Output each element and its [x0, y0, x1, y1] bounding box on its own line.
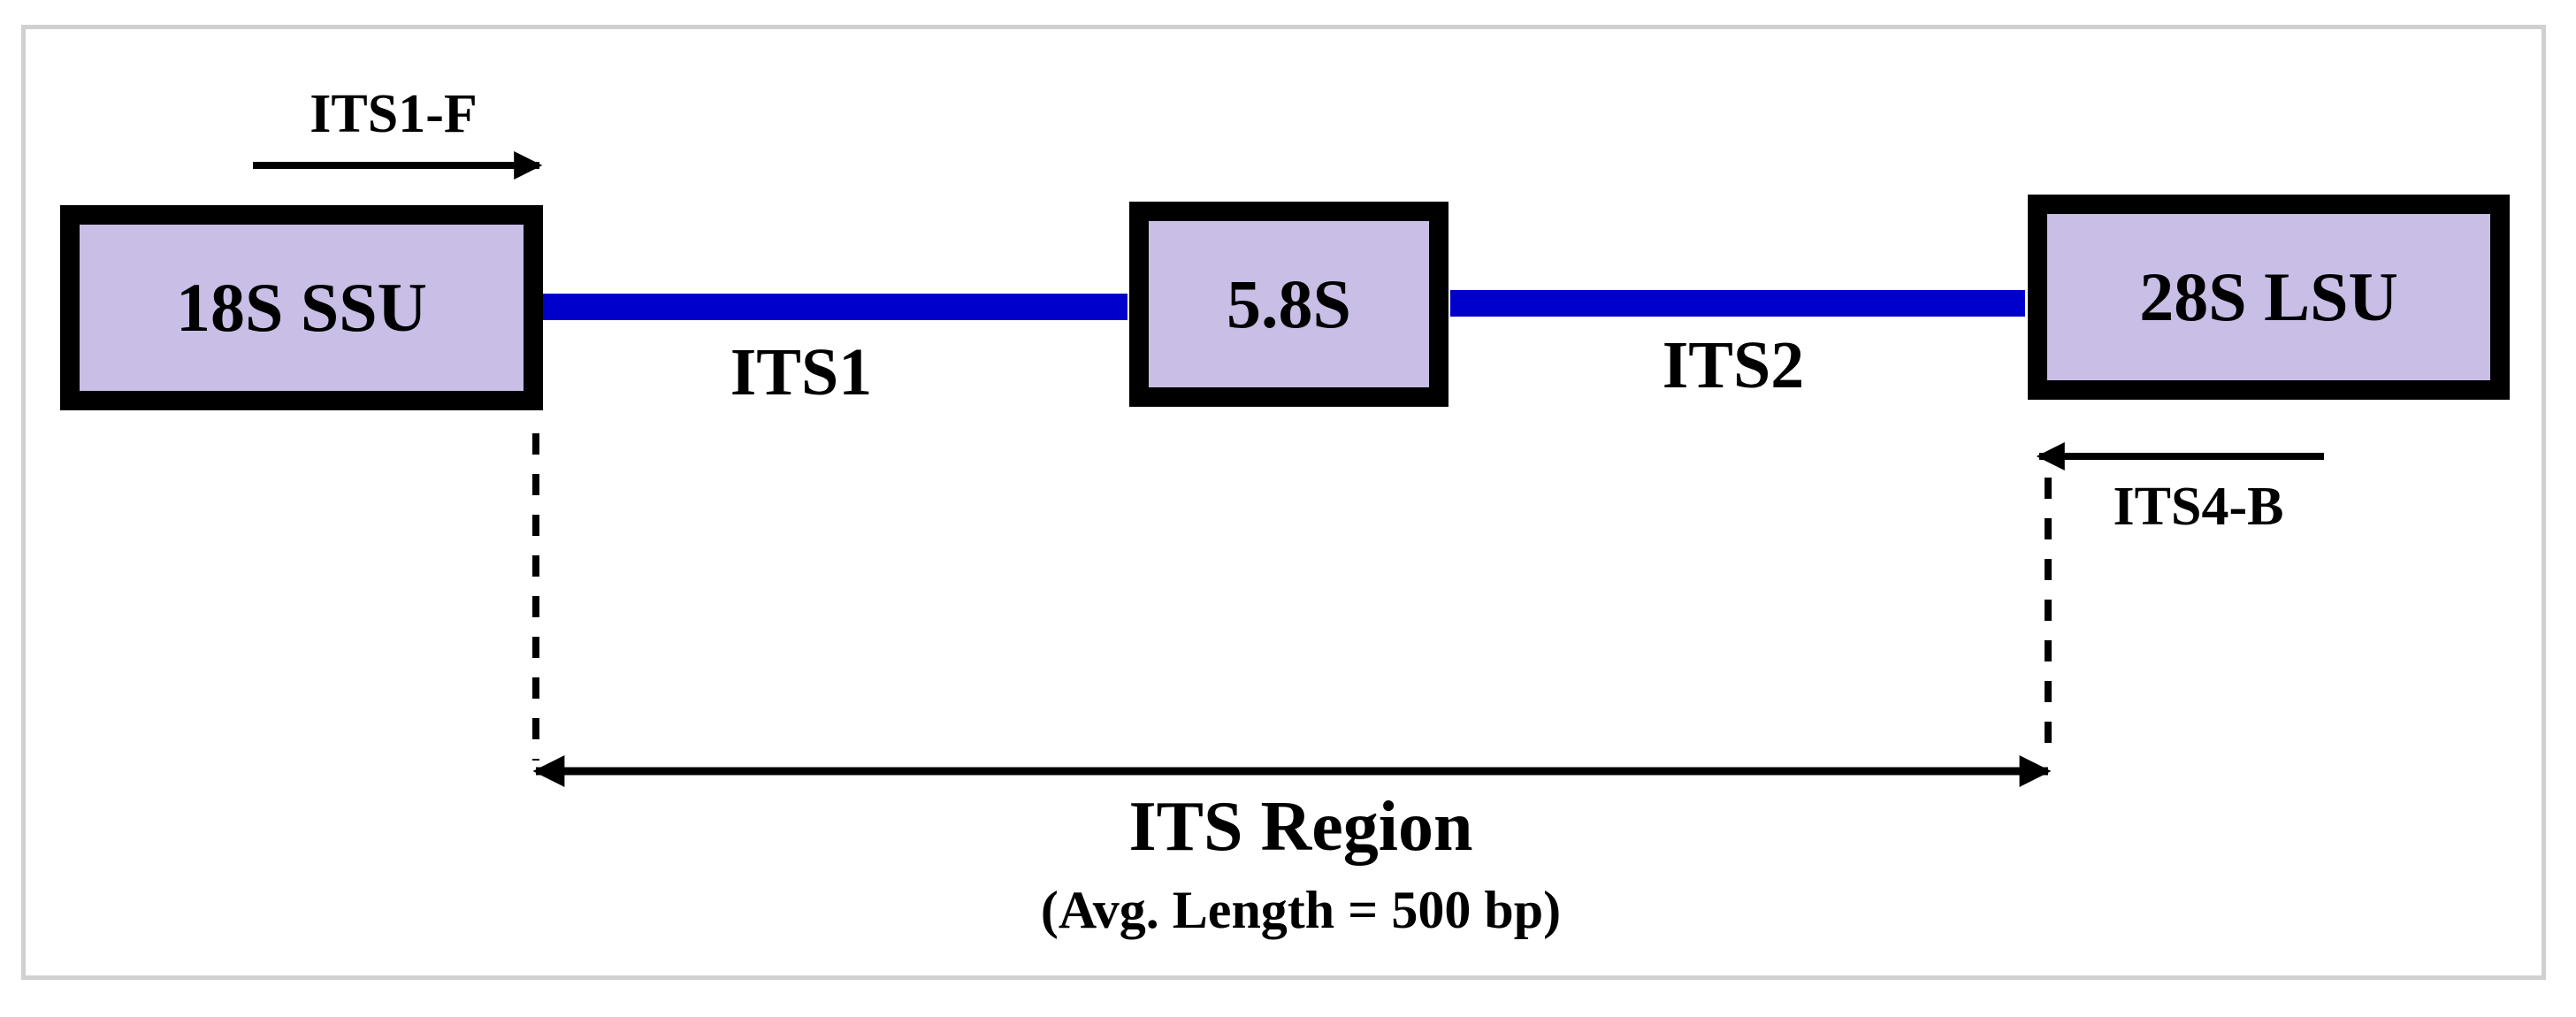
its-region-subtitle: (Avg. Length = 500 bp): [1040, 881, 1562, 939]
s58-label: 5.8S: [1227, 265, 1351, 342]
its1-label: ITS1: [730, 335, 873, 409]
reverse-primer-label: ITS4-B: [2113, 477, 2284, 537]
its-region-title: ITS Region: [1128, 788, 1473, 866]
lsu-28s-label: 28S LSU: [2139, 258, 2398, 335]
its2-label: ITS2: [1662, 328, 1805, 402]
lsu-28s-box: 28S LSU: [2028, 195, 2510, 400]
ssu-18s-label: 18S SSU: [176, 269, 427, 346]
figure-border: [21, 25, 2546, 980]
s58-box: 5.8S: [1129, 202, 1449, 407]
forward-primer-label: ITS1-F: [310, 84, 478, 144]
ssu-18s-box: 18S SSU: [60, 205, 543, 410]
